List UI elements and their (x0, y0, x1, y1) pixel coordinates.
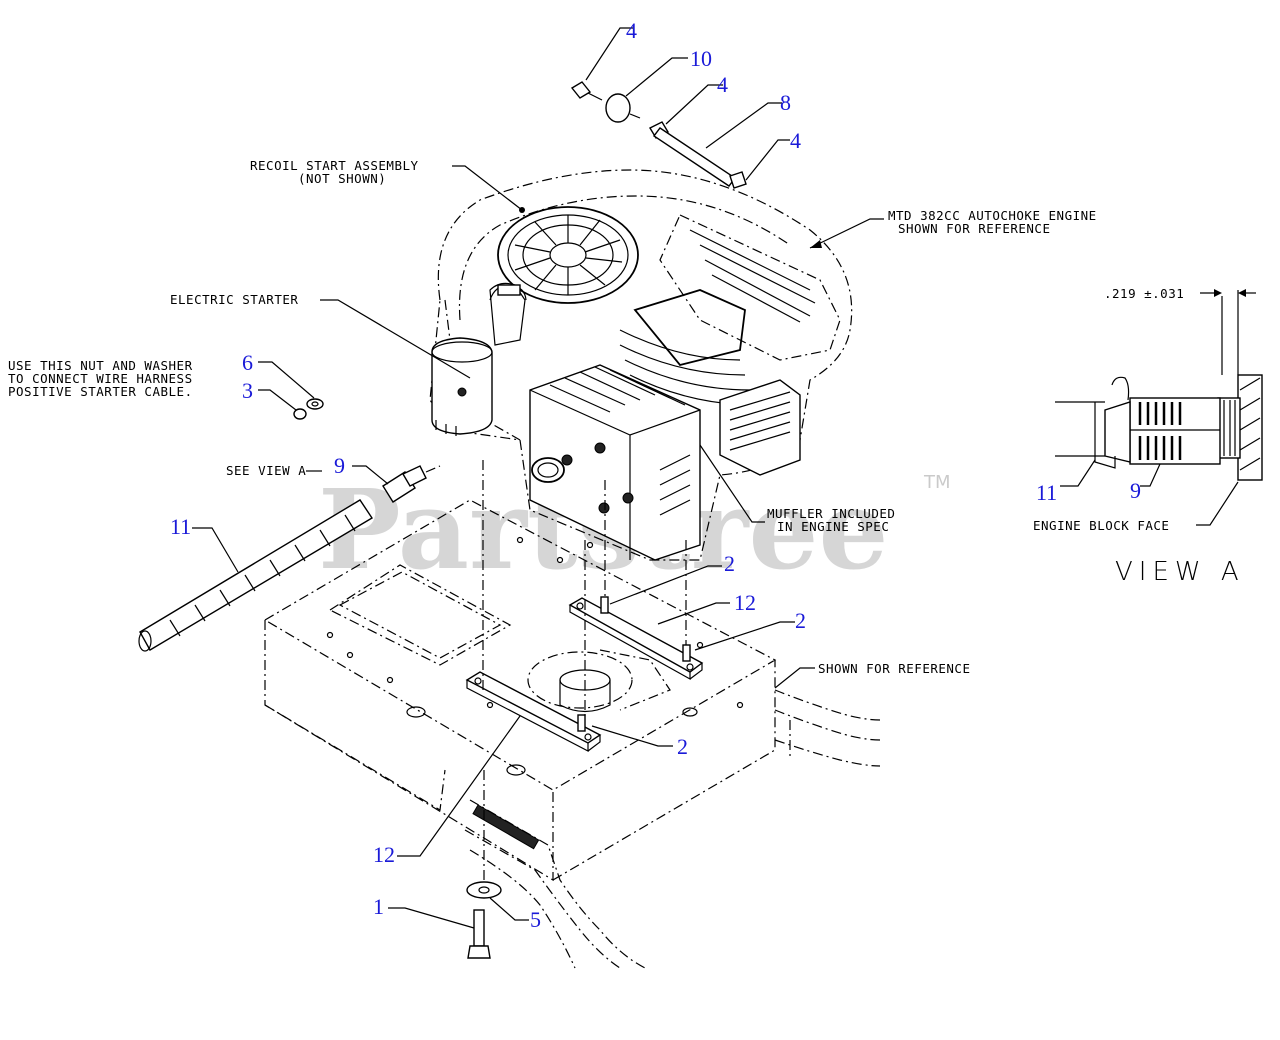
studs (577, 596, 691, 732)
note-nut-line2: TO CONNECT WIRE HARNESS (8, 371, 193, 386)
note-electric-starter: ELECTRIC STARTER (170, 292, 298, 307)
view-a-detail (1055, 289, 1263, 526)
callout-3: 3 (242, 378, 253, 403)
fitting-9 (382, 465, 441, 503)
note-engine-block-face: ENGINE BLOCK FACE (1033, 518, 1169, 533)
note-nut-line3: POSITIVE STARTER CABLE. (8, 384, 193, 399)
callout-2: 2 (724, 551, 735, 576)
note-muffler-line2: IN ENGINE SPEC (777, 519, 889, 534)
view-a-callout-11: 11 (1036, 480, 1057, 505)
note-frame-reference: SHOWN FOR REFERENCE (818, 661, 971, 676)
mount-plate-upper (568, 597, 704, 681)
centerlines (482, 460, 687, 880)
view-a-title: VIEW A (1115, 557, 1245, 587)
callout-5: 5 (530, 907, 541, 932)
watermark-tm: TM (923, 472, 951, 493)
callout-4: 4 (790, 128, 801, 153)
fuel-components (570, 81, 747, 189)
callout-2: 2 (677, 734, 688, 759)
callouts: 4 10 4 8 4 6 3 9 11 2 12 2 2 12 1 5 11 9 (170, 18, 1141, 932)
note-nut-line1: USE THIS NUT AND WASHER (8, 358, 193, 373)
bolt-washer (466, 881, 502, 959)
annotations: RECOIL START ASSEMBLY (NOT SHOWN) MTD 38… (8, 158, 1245, 676)
note-engine-line2: SHOWN FOR REFERENCE (898, 221, 1051, 236)
nut-washer (293, 398, 324, 420)
callout-12: 12 (373, 842, 395, 867)
leader-lines (192, 27, 884, 929)
note-engine-line1: MTD 382CC AUTOCHOKE ENGINE (888, 208, 1097, 223)
note-dimension: .219 ±.031 (1104, 286, 1184, 301)
note-recoil-line2: (NOT SHOWN) (298, 171, 386, 186)
callout-1: 1 (373, 894, 384, 919)
mount-plate-lower (465, 671, 602, 752)
callout-10: 10 (690, 46, 712, 71)
note-muffler-line1: MUFFLER INCLUDED (767, 506, 895, 521)
note-recoil-line1: RECOIL START ASSEMBLY (250, 158, 419, 173)
frame-rails-bottom (464, 799, 646, 969)
hose-11 (138, 499, 373, 652)
callout-2: 2 (795, 608, 806, 633)
callout-8: 8 (780, 90, 791, 115)
callout-4: 4 (717, 72, 728, 97)
view-a-callout-9: 9 (1130, 478, 1141, 503)
callout-6: 6 (242, 350, 253, 375)
callout-11: 11 (170, 514, 191, 539)
callout-12: 12 (734, 590, 756, 615)
callout-4: 4 (626, 18, 637, 43)
callout-9: 9 (334, 453, 345, 478)
engine-reference (429, 169, 853, 561)
note-see-view-a: SEE VIEW A (226, 463, 306, 478)
frame-rails-right (774, 689, 881, 767)
